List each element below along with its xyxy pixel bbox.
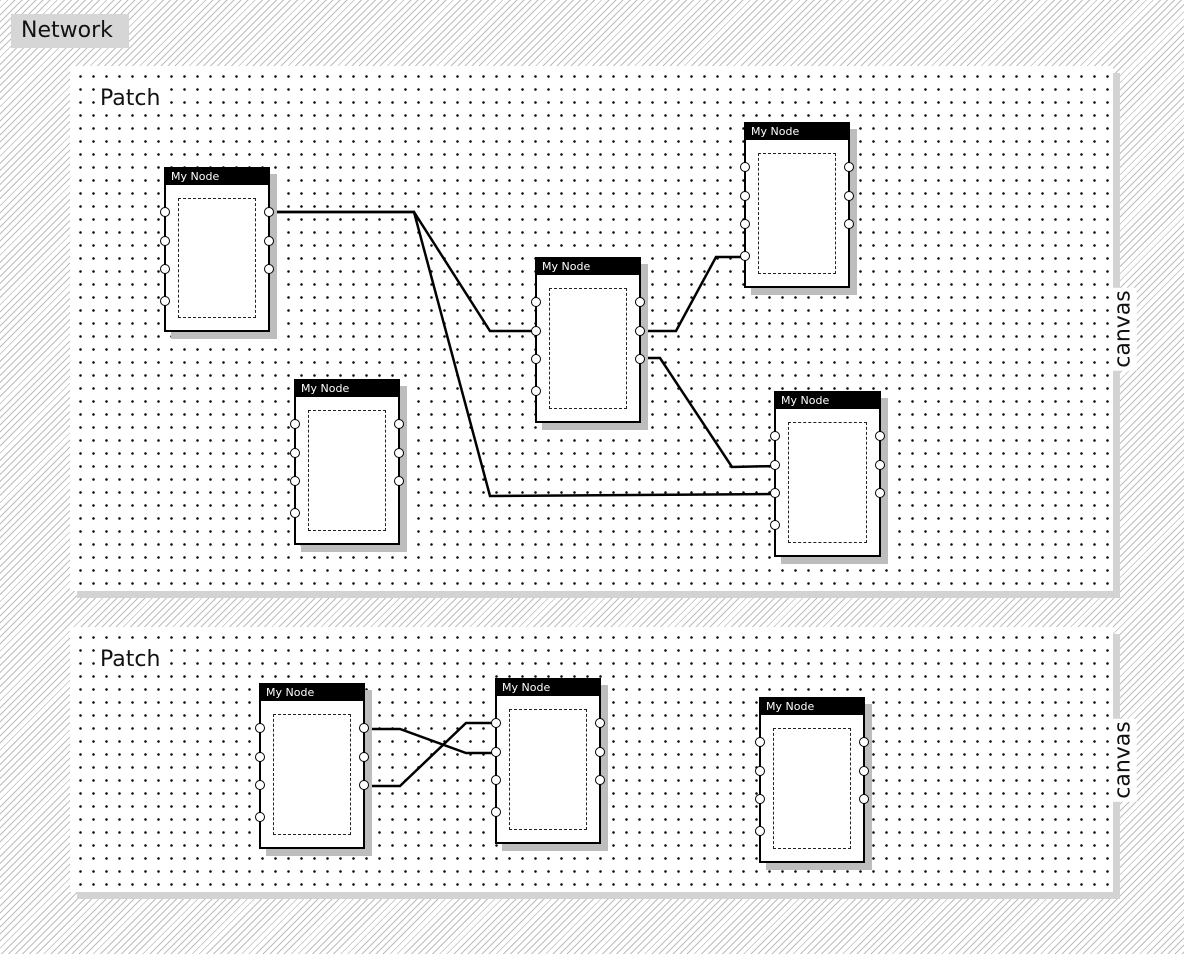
node-title: My Node: [746, 124, 848, 140]
wire[interactable]: [639, 356, 777, 469]
output-port[interactable]: [635, 297, 645, 307]
output-port[interactable]: [875, 431, 885, 441]
input-port[interactable]: [290, 508, 300, 518]
output-port[interactable]: [264, 207, 274, 217]
node[interactable]: My Node: [531, 257, 645, 423]
node-title: My Node: [296, 381, 398, 397]
input-port[interactable]: [531, 386, 541, 396]
output-port[interactable]: [359, 780, 369, 790]
input-port[interactable]: [160, 264, 170, 274]
output-port[interactable]: [394, 476, 404, 486]
node-body: [758, 153, 836, 274]
input-port[interactable]: [770, 431, 780, 441]
node[interactable]: My Node: [255, 683, 369, 849]
input-port[interactable]: [740, 191, 750, 201]
output-port[interactable]: [844, 191, 854, 201]
input-port[interactable]: [160, 296, 170, 306]
input-port[interactable]: [531, 354, 541, 364]
output-port[interactable]: [264, 236, 274, 246]
input-port[interactable]: [255, 780, 265, 790]
canvas-label: canvas: [1110, 286, 1137, 371]
node-title: My Node: [761, 699, 863, 715]
input-port[interactable]: [531, 326, 541, 336]
output-port[interactable]: [595, 775, 605, 785]
node-title: My Node: [776, 393, 879, 409]
patch-title: Patch: [98, 86, 163, 112]
output-port[interactable]: [359, 752, 369, 762]
input-port[interactable]: [255, 752, 265, 762]
input-port[interactable]: [290, 448, 300, 458]
canvas-label: canvas: [1110, 717, 1137, 802]
input-port[interactable]: [755, 766, 765, 776]
input-port[interactable]: [770, 488, 780, 498]
node[interactable]: My Node: [160, 167, 274, 332]
input-port[interactable]: [755, 826, 765, 836]
patch-title: Patch: [98, 647, 163, 673]
input-port[interactable]: [491, 775, 501, 785]
input-port[interactable]: [290, 419, 300, 429]
input-port[interactable]: [770, 460, 780, 470]
node[interactable]: My Node: [740, 122, 854, 288]
node-body: [509, 709, 587, 830]
wire[interactable]: [267, 210, 536, 333]
node-title: My Node: [261, 685, 363, 701]
input-port[interactable]: [491, 747, 501, 757]
input-port[interactable]: [160, 207, 170, 217]
patch-1[interactable]: Patch canvas My Node My Node My Node: [70, 66, 1137, 591]
output-port[interactable]: [844, 219, 854, 229]
input-port[interactable]: [531, 297, 541, 307]
output-port[interactable]: [859, 737, 869, 747]
node-body: [788, 422, 867, 543]
node[interactable]: My Node: [755, 697, 869, 863]
node-body: [178, 198, 256, 318]
input-port[interactable]: [740, 162, 750, 172]
input-port[interactable]: [740, 251, 750, 261]
output-port[interactable]: [859, 794, 869, 804]
output-port[interactable]: [264, 264, 274, 274]
wire[interactable]: [267, 210, 777, 498]
input-port[interactable]: [491, 718, 501, 728]
output-port[interactable]: [859, 766, 869, 776]
wire[interactable]: [639, 255, 745, 333]
node-title: My Node: [537, 259, 639, 275]
node[interactable]: My Node: [770, 391, 885, 557]
output-port[interactable]: [635, 326, 645, 336]
input-port[interactable]: [160, 236, 170, 246]
input-port[interactable]: [255, 812, 265, 822]
node-title: My Node: [166, 169, 268, 185]
network-label: Network: [11, 14, 129, 48]
output-port[interactable]: [844, 162, 854, 172]
wire[interactable]: [362, 727, 495, 755]
wire[interactable]: [362, 721, 495, 788]
wires-layer: [362, 721, 495, 788]
input-port[interactable]: [740, 219, 750, 229]
output-port[interactable]: [394, 419, 404, 429]
input-port[interactable]: [755, 737, 765, 747]
node-body: [773, 728, 851, 849]
input-port[interactable]: [770, 520, 780, 530]
output-port[interactable]: [875, 488, 885, 498]
output-port[interactable]: [595, 718, 605, 728]
patch-2[interactable]: Patch canvas My Node My Node My Node: [70, 627, 1137, 892]
input-port[interactable]: [255, 723, 265, 733]
node[interactable]: My Node: [491, 678, 605, 844]
output-port[interactable]: [394, 448, 404, 458]
output-port[interactable]: [595, 747, 605, 757]
node-body: [308, 410, 386, 531]
output-port[interactable]: [875, 460, 885, 470]
node-title: My Node: [497, 680, 599, 696]
wires-layer: [267, 210, 777, 498]
output-port[interactable]: [635, 354, 645, 364]
node-body: [273, 714, 351, 835]
node[interactable]: My Node: [290, 379, 404, 545]
input-port[interactable]: [290, 476, 300, 486]
node-body: [549, 288, 627, 409]
input-port[interactable]: [491, 807, 501, 817]
input-port[interactable]: [755, 794, 765, 804]
output-port[interactable]: [359, 723, 369, 733]
